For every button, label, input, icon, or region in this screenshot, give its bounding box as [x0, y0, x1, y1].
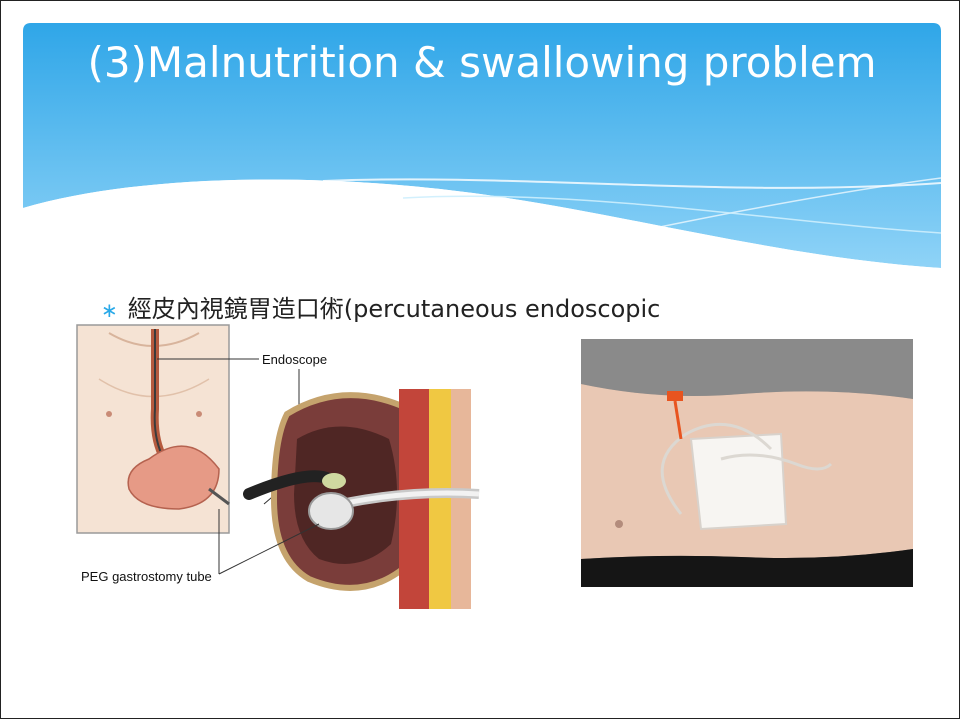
endoscope-label: Endoscope: [262, 352, 327, 367]
title-banner: (3)Malnutrition & swallowing problem: [23, 23, 941, 273]
peg-tube-label: PEG gastrostomy tube: [81, 569, 212, 584]
peg-photo-illustration: [581, 339, 913, 587]
slide-title: (3)Malnutrition & swallowing problem: [23, 37, 941, 89]
peg-anatomy-diagram: Endoscope PEG gastrostomy tube: [69, 319, 489, 609]
peg-patient-photo: [581, 339, 913, 587]
peg-diagram-illustration: Endoscope PEG gastrostomy tube: [69, 319, 489, 609]
